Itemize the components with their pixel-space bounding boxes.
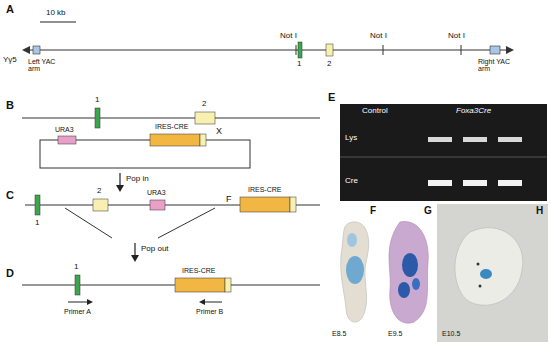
panel-letter: B — [6, 100, 14, 112]
embryo-image — [455, 228, 523, 306]
site-tick — [461, 45, 462, 55]
arrow-head — [506, 46, 514, 54]
stage-label: E10.5 — [442, 330, 460, 337]
arm-label: Left YAC arm — [28, 58, 62, 73]
panel-letter: A — [6, 4, 14, 16]
scale-bar — [40, 22, 76, 23]
exon-number: 1 — [95, 96, 99, 104]
section-image — [389, 222, 428, 324]
crossover-line — [65, 208, 112, 238]
step-arrow — [119, 173, 120, 186]
gel-band — [463, 180, 487, 186]
yac-arm — [33, 46, 40, 54]
locus-line — [22, 118, 320, 119]
marker-dot — [479, 285, 482, 288]
scale-label: 10 kb — [46, 9, 66, 17]
primer-label: Primer A — [64, 308, 91, 315]
stain-region — [347, 233, 357, 247]
gel-band — [428, 137, 452, 142]
ires-cre-box — [175, 278, 225, 292]
panel-letter: E — [328, 92, 335, 104]
lane-label: Control — [362, 107, 388, 115]
lane-label: Foxa3Cre — [456, 107, 491, 115]
exon-number: 1 — [35, 219, 39, 227]
step-arrow — [134, 243, 135, 256]
gel-band — [498, 137, 522, 142]
arrow-head — [22, 46, 30, 54]
gel-band — [463, 137, 487, 142]
gel-band — [498, 180, 522, 186]
panel-letter: G — [424, 206, 432, 217]
embryo-image — [341, 222, 369, 322]
exon-box — [326, 44, 333, 56]
site-label: Not I — [280, 32, 297, 40]
panel-letter: H — [536, 206, 543, 217]
site-label: Not I — [448, 32, 465, 40]
exon-box — [35, 195, 40, 215]
gel-band — [428, 180, 452, 186]
exon-box — [195, 112, 215, 124]
gel-image — [340, 104, 547, 201]
exon-box — [290, 197, 296, 212]
gel-divider — [340, 157, 547, 158]
stain-region — [412, 278, 420, 290]
exon-number: 1 — [74, 263, 78, 271]
exon-number: 2 — [97, 187, 101, 195]
gene-label: IRES-CRE — [248, 186, 281, 193]
gel-row-label: Cre — [345, 177, 358, 185]
exon-box — [225, 278, 231, 292]
arrow-head — [116, 185, 124, 192]
crossover-line — [158, 208, 215, 238]
stain-region — [402, 253, 418, 277]
site-label: Not I — [370, 32, 387, 40]
ires-cre-box — [240, 197, 290, 212]
gene-label: IRES-CRE — [155, 123, 188, 130]
primer-arrow — [68, 302, 88, 303]
step-label: Pop out — [141, 245, 169, 253]
locus-line — [22, 285, 320, 286]
photo-ground — [437, 204, 548, 342]
site-label: X — [216, 127, 222, 136]
panel-letter: F — [370, 206, 376, 217]
exon-box — [75, 275, 80, 295]
yac-line — [30, 50, 508, 51]
exon-number: 2 — [202, 100, 206, 108]
site-tick — [296, 45, 297, 55]
primer-label: Primer B — [196, 308, 223, 315]
arrow-head — [87, 299, 93, 305]
gene-label: IRES-CRE — [182, 267, 215, 274]
stage-label: E9.5 — [388, 330, 402, 337]
ura3-box — [150, 200, 165, 210]
panel-letter: C — [6, 190, 14, 202]
site-label: F — [226, 195, 232, 204]
exon-number: 1 — [297, 60, 301, 68]
stain-region — [398, 282, 410, 298]
arrow-head — [131, 255, 139, 262]
ires-cre-box — [150, 134, 200, 146]
arm-label: Right YAC arm — [478, 58, 518, 73]
step-label: Pop in — [126, 175, 149, 183]
panel-letter: D — [6, 268, 14, 280]
marker-dot — [477, 263, 480, 266]
gene-label: URA3 — [147, 189, 166, 196]
gel-row-label: Lys — [345, 134, 357, 142]
exon-box — [95, 108, 100, 128]
gene-label: URA3 — [55, 126, 74, 133]
primer-arrow — [204, 302, 222, 303]
exon-box — [93, 199, 108, 211]
site-tick — [383, 45, 384, 55]
exon-box — [298, 42, 302, 58]
arrow-head — [199, 299, 205, 305]
stain-region — [480, 269, 492, 279]
exon-box — [200, 134, 206, 146]
stain-region — [346, 256, 364, 284]
ura3-box — [58, 136, 76, 144]
yac-name: Yγ5 — [3, 56, 17, 64]
stage-label: E8.5 — [332, 330, 346, 337]
yac-arm — [490, 46, 500, 54]
exon-number: 2 — [327, 60, 331, 68]
